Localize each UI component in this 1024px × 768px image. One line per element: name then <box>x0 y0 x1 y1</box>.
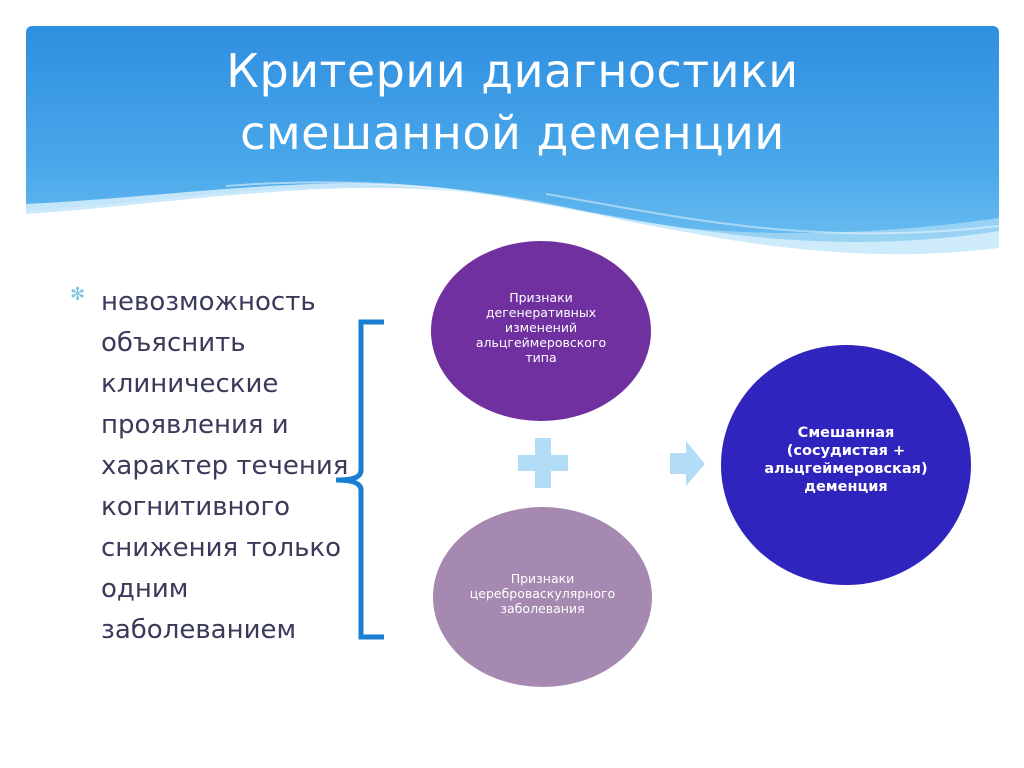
degenerative-signs-node: Признаки дегенеративных изменений альцге… <box>431 241 651 421</box>
cerebrovascular-signs-label: Признаки цереброваскулярного заболевания <box>469 570 616 616</box>
degenerative-signs-label: Признаки дегенеративных изменений альцге… <box>475 289 607 365</box>
page-title: Критерии диагностики смешанной деменции <box>26 40 999 164</box>
mixed-dementia-node: Смешанная (сосудистая + альцгеймеровская… <box>721 345 971 585</box>
mixed-dementia-label: Смешанная (сосудистая + альцгеймеровская… <box>764 425 928 495</box>
wave-background-icon <box>26 26 999 286</box>
title-line-1: Критерии диагностики <box>226 44 799 98</box>
brace-icon <box>335 319 384 640</box>
bullet-star-icon: ✻ <box>70 284 86 305</box>
header-banner <box>26 26 999 286</box>
title-line-2: смешанной деменции <box>240 106 785 160</box>
arrow-right-icon <box>670 441 705 486</box>
bullet-text: невозможность объяснить клинические проя… <box>101 287 349 645</box>
plus-icon <box>518 438 568 488</box>
cerebrovascular-signs-node: Признаки цереброваскулярного заболевания <box>433 507 652 687</box>
